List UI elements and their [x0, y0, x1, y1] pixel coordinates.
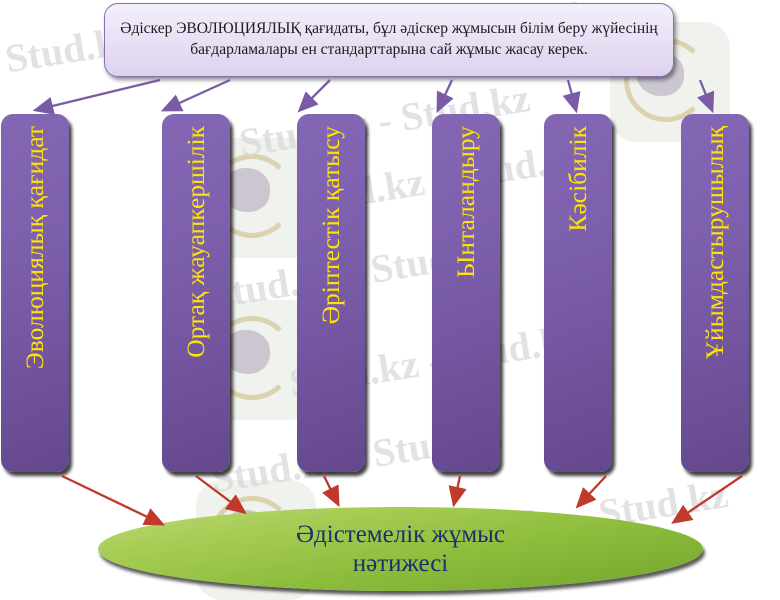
principle-label: Эволюциялық қағидат	[20, 126, 49, 370]
result-line-1: Әдістемелік жұмыс	[295, 520, 506, 548]
arrow-box-3-to-result	[322, 475, 340, 508]
header-text: Әдіскер ЭВОЛЮЦИЯЛЫҚ қағидаты, бұл әдіске…	[120, 20, 658, 58]
header-callout: Әдіскер ЭВОЛЮЦИЯЛЫҚ қағидаты, бұл әдіске…	[104, 3, 674, 77]
purple-arrow-group	[32, 78, 715, 115]
result-ellipse[interactable]: Әдістемелік жұмыс нәтижесі	[98, 507, 703, 591]
principle-box-1[interactable]: Эволюциялық қағидат	[1, 114, 69, 472]
arrow-header-to-box-4	[436, 79, 454, 114]
result-line-2: нәтижесі	[352, 550, 449, 577]
arrow-header-to-box-3	[297, 79, 331, 113]
arrow-header-to-box-5	[562, 79, 581, 114]
arrow-box-4-to-result	[448, 475, 467, 508]
arrow-header-to-box-1	[32, 78, 161, 115]
arrow-header-to-box-6	[697, 79, 715, 114]
arrow-box-1-to-result	[61, 474, 166, 526]
arrow-header-to-box-2	[160, 78, 231, 112]
principle-box-2[interactable]: Ортақ жауапкершілік	[162, 114, 230, 472]
principle-label: Ынталандыру	[451, 126, 480, 278]
arrow-box-5-to-result	[575, 475, 607, 509]
principle-box-5[interactable]: Кәсібилік	[544, 114, 612, 472]
principle-label: Кәсібилік	[563, 126, 592, 232]
arrow-box-6-to-result	[671, 475, 743, 524]
principle-label: Әріптестік қатысу	[316, 126, 345, 325]
principle-box-6[interactable]: Ұйымдастырушылық	[681, 114, 749, 472]
result-text: Әдістемелік жұмыс нәтижесі	[296, 520, 505, 579]
principle-label: Ұйымдастырушылық	[700, 126, 729, 360]
principle-label: Ортақ жауапкершілік	[181, 126, 210, 358]
principle-box-3[interactable]: Әріптестік қатысу	[297, 114, 365, 472]
arrow-box-2-to-result	[195, 475, 247, 515]
principle-box-4[interactable]: Ынталандыру	[432, 114, 500, 472]
